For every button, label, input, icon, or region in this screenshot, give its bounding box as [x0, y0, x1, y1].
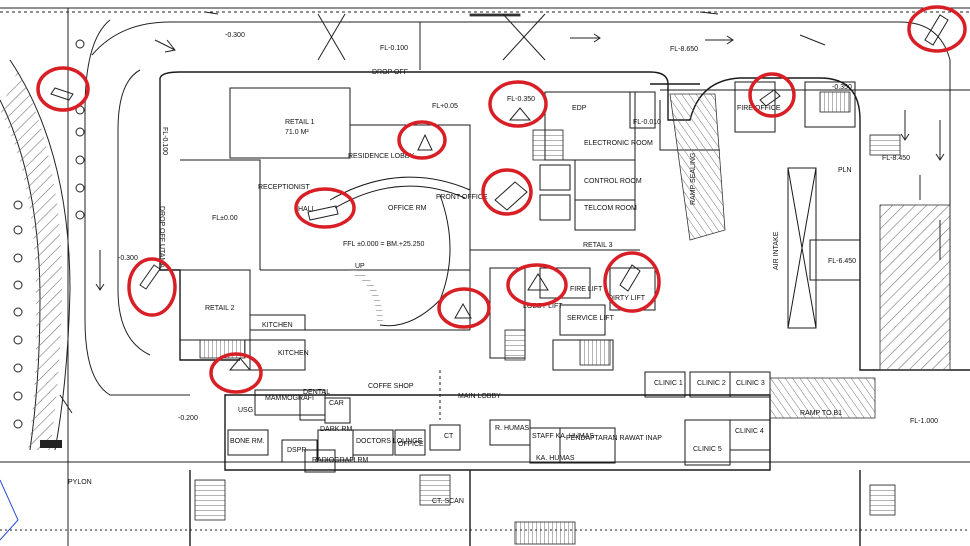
svg-text:FL-1.000: FL-1.000	[910, 418, 938, 425]
svg-text:DOCTORS LOUNGE: DOCTORS LOUNGE	[356, 438, 423, 445]
svg-text:CAR: CAR	[329, 400, 344, 407]
svg-text:DROP OFF: DROP OFF	[372, 69, 408, 76]
svg-text:HALL: HALL	[298, 206, 316, 213]
svg-text:CLINIC 1: CLINIC 1	[654, 380, 683, 387]
svg-text:CT: CT	[444, 433, 454, 440]
interior-walls	[179, 81, 970, 473]
camera-marker	[907, 5, 967, 53]
svg-text:RETAIL 1: RETAIL 1	[285, 119, 315, 126]
svg-text:R. HUMAS: R. HUMAS	[495, 425, 530, 432]
svg-text:FL-8.450: FL-8.450	[882, 155, 910, 162]
svg-text:STAFF KA. HUMAS: STAFF KA. HUMAS	[532, 433, 594, 440]
svg-text:-0.300: -0.300	[118, 255, 138, 262]
canopy-structure	[204, 11, 719, 61]
camera-marker	[488, 80, 548, 128]
svg-text:RAMP TO B1: RAMP TO B1	[800, 410, 842, 417]
svg-text:71.0 M²: 71.0 M²	[285, 129, 309, 136]
svg-text:OFFICE: OFFICE	[398, 441, 424, 448]
svg-text:MAIN LOBBY: MAIN LOBBY	[458, 393, 501, 400]
camera-marker	[397, 120, 447, 160]
svg-text:USG: USG	[238, 407, 253, 414]
svg-text:FL+0.05: FL+0.05	[432, 103, 458, 110]
svg-text:RESIDENCE LOBBY: RESIDENCE LOBBY	[348, 153, 414, 160]
svg-text:FIRE LIFT: FIRE LIFT	[570, 286, 603, 293]
svg-text:BONE RM.: BONE RM.	[230, 438, 265, 445]
camera-marker	[209, 352, 263, 394]
svg-text:FL-0.100: FL-0.100	[161, 127, 168, 155]
svg-text:PENDAFTARAN RAWAT INAP: PENDAFTARAN RAWAT INAP	[566, 435, 662, 442]
svg-text:RETAIL 2: RETAIL 2	[205, 305, 235, 312]
svg-text:FFL ±0.000 = BM.+25.250: FFL ±0.000 = BM.+25.250	[343, 241, 425, 248]
svg-text:PLN: PLN	[838, 167, 852, 174]
road-arrows	[59, 33, 945, 414]
building-outline	[159, 71, 970, 546]
svg-text:FIRE OFFICE: FIRE OFFICE	[737, 105, 781, 112]
svg-text:COFFE SHOP: COFFE SHOP	[368, 383, 414, 390]
svg-text:FL-0.100: FL-0.100	[380, 45, 408, 52]
svg-text:KA. HUMAS: KA. HUMAS	[536, 455, 575, 462]
svg-text:FRONT OFFICE: FRONT OFFICE	[436, 194, 488, 201]
camera-location-markers	[36, 5, 967, 394]
room-labels: -0.300 FL-0.100 DROP OFF FL-8.650 RETAIL…	[68, 32, 938, 505]
camera-marker	[127, 257, 177, 317]
svg-text:UP: UP	[355, 263, 365, 270]
camera-marker	[437, 287, 491, 329]
svg-text:LOBBY LIFT: LOBBY LIFT	[523, 303, 563, 310]
svg-text:RETAIL 3: RETAIL 3	[583, 242, 613, 249]
svg-text:RECEPTIONIST: RECEPTIONIST	[258, 184, 310, 191]
svg-text:AIR INTAKE: AIR INTAKE	[773, 231, 780, 270]
svg-text:-0.350: -0.350	[832, 84, 852, 91]
svg-text:RAMP SEALING: RAMP SEALING	[690, 153, 697, 205]
ramp-hatches	[469, 13, 951, 419]
svg-text:DIRTY LIFT: DIRTY LIFT	[608, 295, 646, 302]
svg-text:ELECTRONIC ROOM: ELECTRONIC ROOM	[584, 140, 653, 147]
camera-marker	[294, 187, 356, 229]
svg-text:CLINIC 3: CLINIC 3	[736, 380, 765, 387]
svg-text:DARK RM: DARK RM	[320, 426, 352, 433]
drive-loop	[84, 19, 951, 396]
svg-text:FL±0.00: FL±0.00	[212, 215, 238, 222]
camera-marker	[36, 66, 90, 112]
svg-text:DROP OFF UTAMA: DROP OFF UTAMA	[158, 206, 165, 268]
camera-symbols	[50, 14, 949, 371]
svg-text:CLINIC 5: CLINIC 5	[693, 446, 722, 453]
site-boundary	[0, 7, 970, 546]
svg-text:CT. SCAN: CT. SCAN	[432, 498, 464, 505]
svg-text:CLINIC 4: CLINIC 4	[735, 428, 764, 435]
camera-marker	[603, 251, 661, 313]
svg-text:KITCHEN: KITCHEN	[278, 350, 309, 357]
left-driveway	[0, 39, 85, 541]
svg-text:-0.200: -0.200	[178, 415, 198, 422]
svg-text:EDP: EDP	[572, 105, 587, 112]
svg-text:DENTAL: DENTAL	[303, 389, 330, 396]
svg-text:PYLON: PYLON	[68, 479, 92, 486]
svg-text:SERVICE LIFT: SERVICE LIFT	[567, 315, 615, 322]
camera-marker	[506, 263, 568, 307]
svg-text:CONTROL ROOM: CONTROL ROOM	[584, 178, 642, 185]
svg-text:CLINIC 2: CLINIC 2	[697, 380, 726, 387]
svg-text:FL-0.010: FL-0.010	[633, 119, 661, 126]
svg-text:DSPR: DSPR	[287, 447, 306, 454]
svg-text:MAMMOGRAFI: MAMMOGRAFI	[265, 395, 314, 402]
camera-marker	[481, 168, 533, 216]
svg-text:FL-8.650: FL-8.650	[670, 46, 698, 53]
stair-hatches	[194, 91, 901, 545]
svg-text:FL-6.450: FL-6.450	[828, 258, 856, 265]
camera-marker	[748, 72, 796, 118]
svg-text:TELCOM ROOM: TELCOM ROOM	[584, 205, 637, 212]
svg-text:KITCHEN: KITCHEN	[262, 322, 293, 329]
svg-text:-0.300: -0.300	[225, 32, 245, 39]
svg-text:OFFICE RM: OFFICE RM	[388, 205, 427, 212]
svg-text:FL-0.350: FL-0.350	[507, 96, 535, 103]
svg-text:RADIOGRAFI RM: RADIOGRAFI RM	[312, 457, 369, 464]
